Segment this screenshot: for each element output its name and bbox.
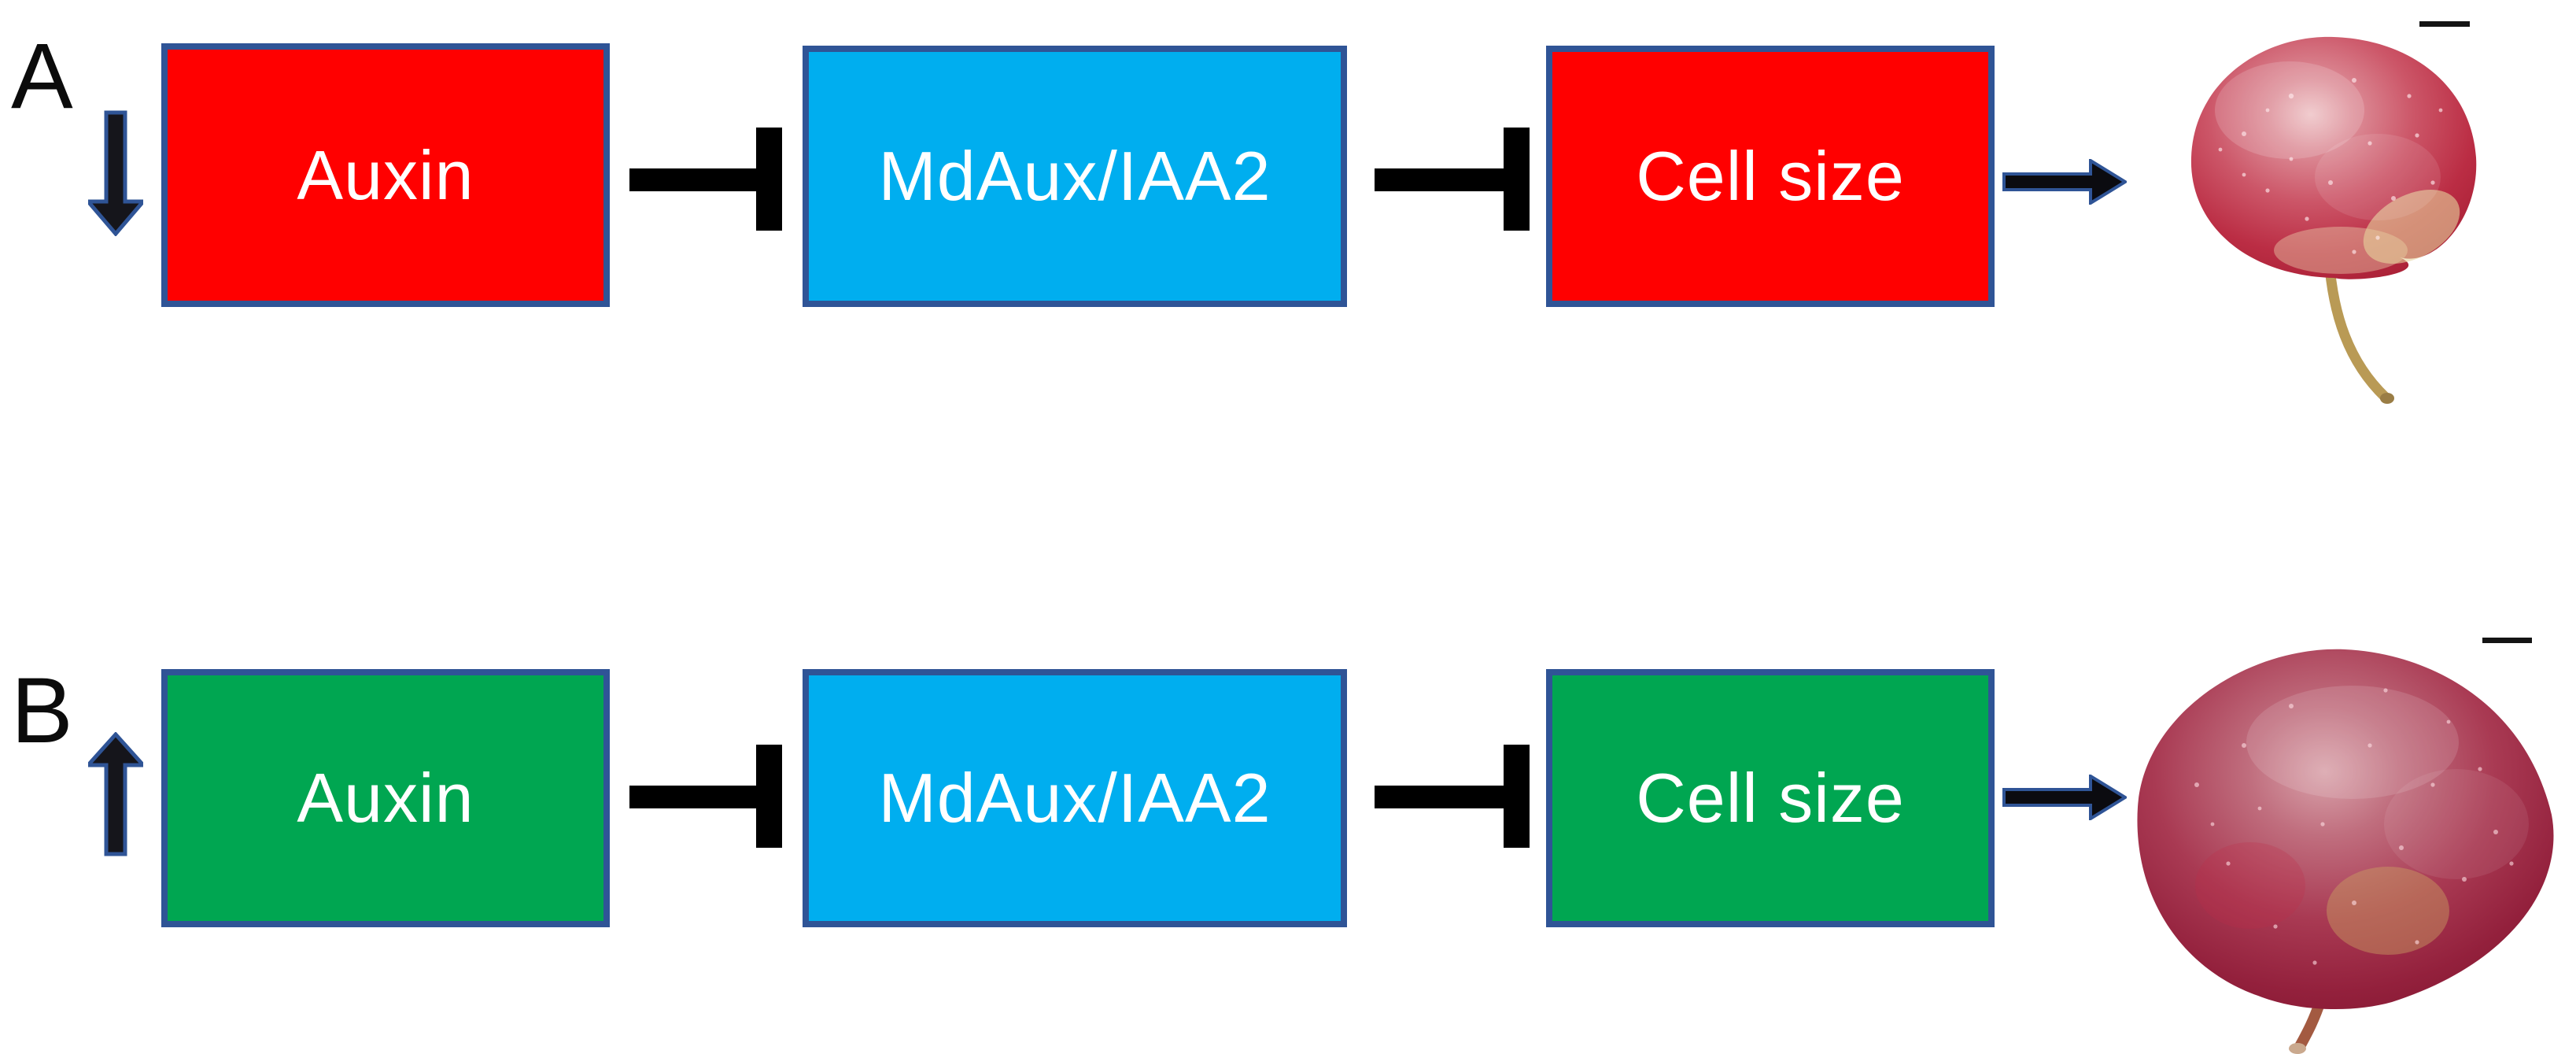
result-arrow-icon bbox=[2002, 775, 2127, 820]
scale-bar bbox=[2482, 638, 2532, 643]
node-label: Cell size bbox=[1636, 759, 1905, 837]
apple-speckles bbox=[2218, 78, 2443, 254]
auxin-increase-arrow-icon bbox=[88, 732, 143, 856]
node-mdauxiaa2-panel-b: MdAux/IAA2 bbox=[803, 669, 1347, 927]
node-cellsize-panel-b: Cell size bbox=[1546, 669, 1995, 927]
small-red-apple-icon bbox=[2190, 36, 2477, 404]
inhibition-bar-end-icon bbox=[756, 128, 782, 231]
inhibition-bar-icon bbox=[629, 168, 758, 191]
node-cellsize-panel-a: Cell size bbox=[1546, 46, 1995, 307]
auxin-decrease-arrow-icon bbox=[88, 110, 143, 236]
node-auxin-panel-a: Auxin bbox=[161, 43, 610, 307]
panel-label-a: A bbox=[11, 24, 73, 128]
apple-stem bbox=[2323, 253, 2391, 403]
large-red-apple-icon bbox=[2137, 649, 2554, 1054]
result-arrow-icon bbox=[2002, 159, 2127, 205]
node-label: Cell size bbox=[1636, 137, 1905, 215]
inhibition-bar-icon bbox=[629, 786, 758, 808]
inhibition-bar-end-icon bbox=[1504, 745, 1530, 848]
apple-body bbox=[2137, 649, 2554, 1010]
node-label: MdAux/IAA2 bbox=[878, 759, 1271, 837]
inhibition-bar-icon bbox=[1375, 168, 1506, 191]
node-label: MdAux/IAA2 bbox=[878, 137, 1271, 215]
panel-label-b: B bbox=[11, 659, 73, 763]
node-label: Auxin bbox=[297, 759, 474, 837]
node-auxin-panel-b: Auxin bbox=[161, 669, 610, 927]
apple-speckles bbox=[2194, 688, 2514, 965]
inhibition-bar-icon bbox=[1375, 786, 1506, 808]
node-mdauxiaa2-panel-a: MdAux/IAA2 bbox=[803, 46, 1347, 307]
inhibition-bar-end-icon bbox=[1504, 128, 1530, 231]
inhibition-bar-end-icon bbox=[756, 745, 782, 848]
scale-bar bbox=[2419, 21, 2470, 27]
node-label: Auxin bbox=[297, 135, 474, 214]
